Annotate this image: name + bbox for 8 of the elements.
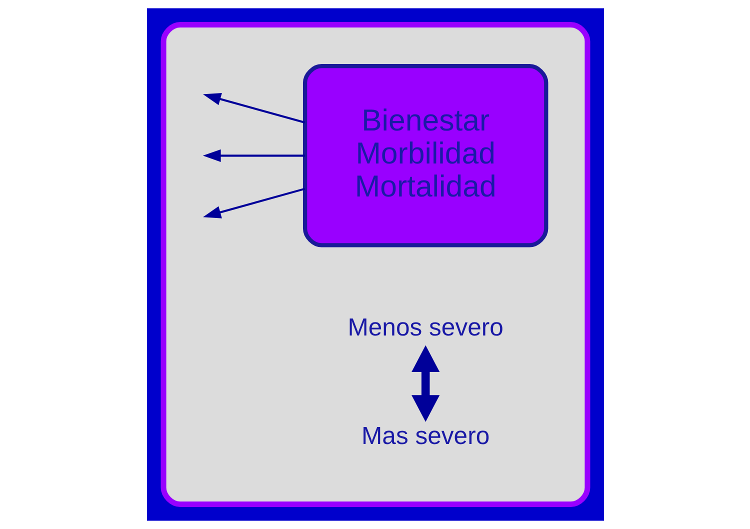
node-text: Mas severo: [361, 423, 490, 450]
cluster: [160, 22, 590, 507]
arrow: [202, 93, 305, 124]
node-text: Menos severo: [347, 314, 503, 342]
arrow: [411, 345, 440, 422]
arrow: [202, 149, 304, 162]
arrow: [202, 188, 305, 218]
node-box: Bienestar Morbilidad Mortalidad: [302, 64, 548, 248]
